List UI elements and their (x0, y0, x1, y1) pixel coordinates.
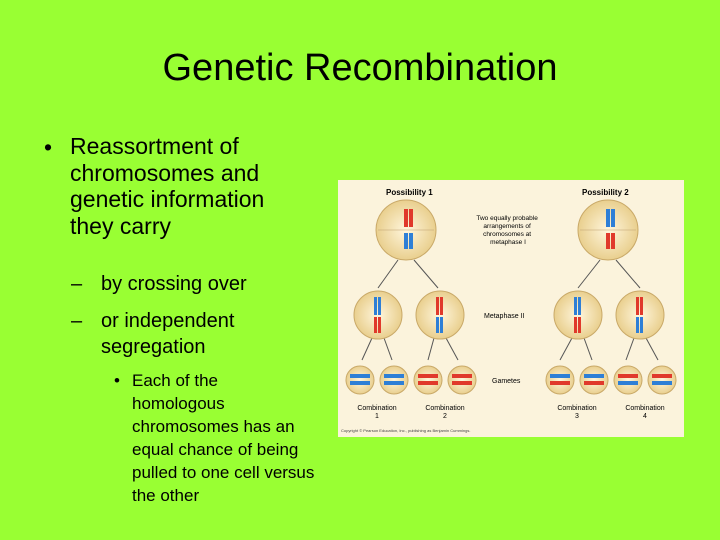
dash-marker: – (71, 310, 83, 332)
cell-metaphase-ii-4 (615, 290, 665, 340)
combination-labels: Combination 1 Combination 2 Combination … (357, 405, 664, 420)
metaphase-i-note: Two equally probable arrangements of chr… (476, 215, 539, 246)
combination-4-number: 4 (643, 413, 647, 420)
gamete (345, 365, 375, 395)
bullet-line: Reassortment of (70, 133, 239, 159)
slide-title: Genetic Recombination (162, 47, 558, 89)
combination-2-number: 2 (443, 413, 447, 420)
cell-metaphase-ii-3 (553, 290, 603, 340)
cell-metaphase-ii-1 (353, 290, 403, 340)
gamete (545, 365, 575, 395)
gamete (413, 365, 443, 395)
possibility-1-label: Possibility 1 (386, 188, 433, 197)
gametes-label: Gametes (492, 378, 521, 385)
sub-bullet-independent-segregation: or independent segregation (101, 308, 341, 360)
cell-metaphase-ii-2 (415, 290, 465, 340)
bullet-line: they carry (70, 212, 171, 239)
bullet-marker: • (114, 371, 120, 390)
cell-metaphase-i-1 (375, 199, 437, 261)
subsub-line: Each of the (132, 371, 219, 390)
sub-bullet-line: or independent (101, 310, 235, 332)
gamete (647, 365, 677, 395)
sub-bullet-line: segregation (101, 336, 206, 358)
gamete (613, 365, 643, 395)
arrows (361, 259, 659, 361)
subsub-line: equal chance of being (132, 440, 299, 459)
bullet-marker: • (44, 134, 53, 160)
combination-3-number: 3 (575, 413, 579, 420)
combination-1-label: Combination (357, 405, 396, 412)
copyright-text: Copyright © Pearson Education, Inc., pub… (341, 428, 470, 433)
gamete (379, 365, 409, 395)
gamete (447, 365, 477, 395)
subsub-bullet-equal-chance: Each of the homologous chromosomes has a… (132, 369, 372, 507)
gametes-row (345, 365, 677, 395)
subsub-line: chromosomes has an (132, 417, 295, 436)
combination-3-label: Combination (557, 405, 596, 412)
possibility-2-label: Possibility 2 (582, 188, 629, 197)
gamete (579, 365, 609, 395)
subsub-line: pulled to one cell versus (132, 463, 315, 482)
cell-metaphase-i-2 (577, 199, 639, 261)
subsub-line: the other (132, 486, 200, 505)
combination-1-number: 1 (375, 413, 379, 420)
sub-bullet-crossing-over: by crossing over (101, 273, 247, 295)
metaphase-ii-label: Metaphase II (484, 313, 525, 320)
subsub-line: homologous (132, 394, 225, 413)
combination-2-label: Combination (425, 405, 464, 412)
independent-assortment-figure: Possibility 1 Possibility 2 Two equally … (338, 180, 684, 437)
bullet-line: chromosomes and (70, 159, 260, 186)
dash-marker: – (71, 273, 83, 295)
combination-4-label: Combination (625, 405, 664, 412)
bullet-line: genetic information (70, 186, 265, 212)
bullet-reassortment: Reassortment of chromosomes and genetic … (70, 133, 340, 239)
figure-svg: Possibility 1 Possibility 2 Two equally … (341, 188, 677, 433)
